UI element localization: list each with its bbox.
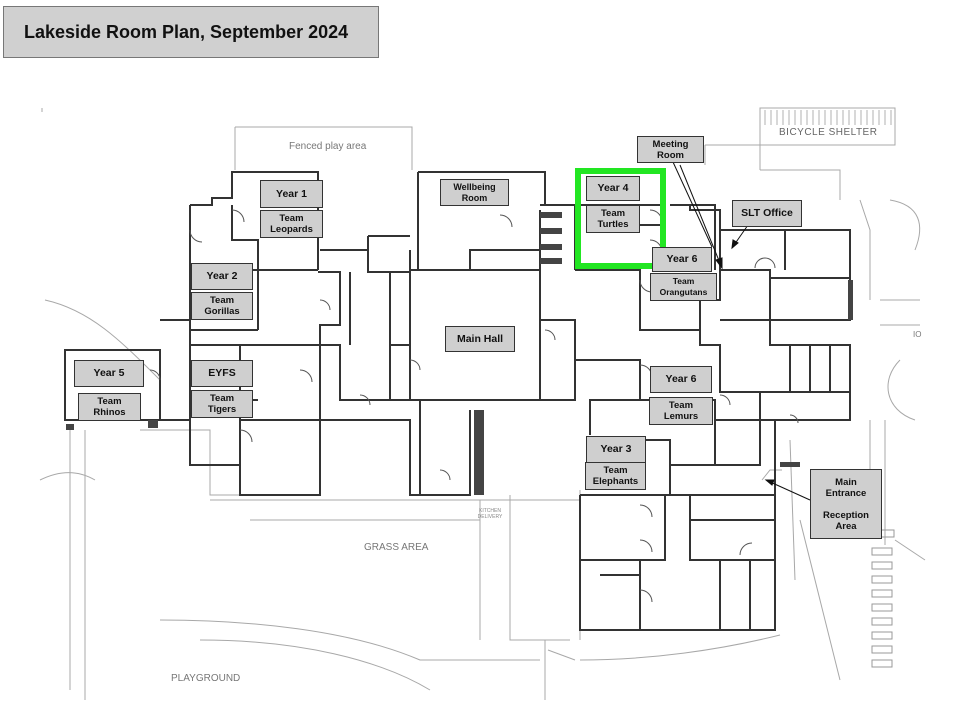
room-label-year2: Year 2 — [191, 263, 253, 290]
room-label-main-entrance-reception: Main Entrance Reception Area — [810, 469, 882, 539]
room-label-year6-top: Year 6 — [652, 247, 712, 272]
room-label-team-rhinos: Team Rhinos — [78, 393, 141, 421]
fenced-play-area-label: Fenced play area — [289, 141, 367, 152]
kitchen-delivery-label: KITCHEN DELIVERY — [477, 508, 503, 520]
room-label-year4: Year 4 — [586, 176, 640, 201]
room-label-year6-bottom: Year 6 — [650, 366, 712, 393]
room-label-eyfs: EYFS — [191, 360, 253, 387]
parking-bays — [871, 529, 895, 668]
room-label-meeting-room: Meeting Room — [637, 136, 704, 163]
site-outline — [39, 107, 926, 700]
room-label-team-gorillas: Team Gorillas — [191, 292, 253, 320]
room-label-team-tigers: Team Tigers — [191, 390, 253, 418]
building-walls — [64, 171, 851, 631]
room-label-team-orangutans: Team Orangutans — [650, 273, 717, 301]
room-label-year5: Year 5 — [74, 360, 144, 387]
room-label-year1: Year 1 — [260, 180, 323, 208]
plan-title: Lakeside Room Plan, September 2024 — [3, 6, 379, 58]
room-label-team-lemurs: Team Lemurs — [649, 397, 713, 425]
room-label-wellbeing: Wellbeing Room — [440, 179, 509, 206]
room-label-main-hall: Main Hall — [445, 326, 515, 352]
room-label-slt-office: SLT Office — [732, 200, 802, 227]
edge-marker-label: IO — [913, 330, 922, 339]
pointer-lines — [672, 161, 811, 501]
structural-columns — [66, 212, 853, 495]
playground-label: PLAYGROUND — [171, 673, 241, 684]
room-label-year3: Year 3 — [586, 436, 646, 463]
room-label-team-turtles: Team Turtles — [586, 205, 640, 233]
room-label-team-elephants: Team Elephants — [585, 462, 646, 490]
year4-highlight-frame — [575, 168, 666, 269]
grass-area-label: GRASS AREA — [364, 542, 429, 553]
bicycle-shelter-hatch — [764, 110, 892, 125]
room-label-team-leopards: Team Leopards — [260, 210, 323, 238]
bicycle-shelter-label: BICYCLE SHELTER — [779, 127, 878, 138]
